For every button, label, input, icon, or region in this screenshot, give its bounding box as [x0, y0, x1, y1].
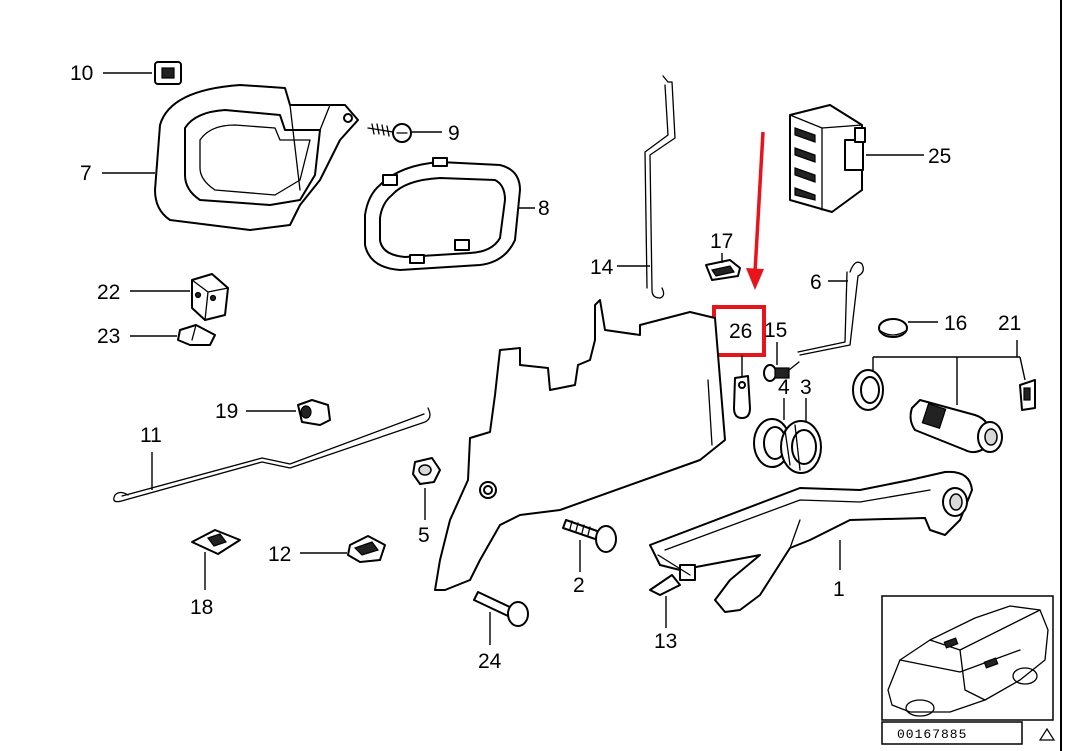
- inset-car-thumbnail: [881, 595, 1054, 721]
- part-24-pin[interactable]: [473, 591, 529, 627]
- part-5-plug[interactable]: [412, 457, 441, 485]
- callout-8[interactable]: 8: [538, 197, 550, 220]
- part-1-outer-handle[interactable]: [649, 470, 973, 613]
- inset-reference-number: 00167885: [897, 727, 967, 742]
- callout-3[interactable]: 3: [800, 376, 812, 399]
- inset-reference-box: [881, 721, 1023, 745]
- part-8-bezel[interactable]: [364, 157, 521, 271]
- part-9-screw[interactable]: [367, 123, 412, 143]
- part-19-clip[interactable]: [297, 399, 331, 426]
- callout-14[interactable]: 14: [590, 256, 614, 279]
- callout-7[interactable]: 7: [80, 162, 92, 185]
- callout-23[interactable]: 23: [97, 325, 120, 348]
- callout-24[interactable]: 24: [478, 650, 502, 673]
- callout-2[interactable]: 2: [573, 574, 585, 597]
- part-2-bolt[interactable]: [562, 519, 617, 553]
- part-14-rod[interactable]: [644, 75, 676, 299]
- callout-15[interactable]: 15: [764, 319, 787, 342]
- part-12-clip[interactable]: [347, 535, 386, 563]
- highlight-arrow: [746, 131, 765, 290]
- callout-10[interactable]: 10: [70, 62, 93, 85]
- callout-16[interactable]: 16: [944, 312, 967, 335]
- part-25-switch[interactable]: [789, 104, 866, 213]
- part-16-cap[interactable]: [878, 318, 908, 338]
- part-15-pin[interactable]: [763, 361, 800, 382]
- part-21-lock-set[interactable]: [852, 369, 1036, 454]
- part-3-grommet[interactable]: [780, 420, 822, 474]
- leader-21: [872, 340, 1026, 405]
- callout-9[interactable]: 9: [448, 122, 460, 145]
- callout-17[interactable]: 17: [710, 230, 733, 253]
- part-23-clip[interactable]: [177, 324, 216, 346]
- callout-21[interactable]: 21: [998, 312, 1021, 335]
- callout-4[interactable]: 4: [778, 376, 790, 399]
- part-17-clip[interactable]: [705, 259, 741, 281]
- part-10-clip[interactable]: [154, 61, 182, 85]
- part-6-rod[interactable]: [797, 261, 864, 356]
- part-13-lever[interactable]: [649, 554, 696, 596]
- part-26-bracket[interactable]: [733, 375, 751, 419]
- callout-25[interactable]: 25: [928, 145, 951, 168]
- triangle-icon: [1038, 727, 1056, 741]
- callout-12[interactable]: 12: [268, 543, 291, 566]
- callout-13[interactable]: 13: [654, 630, 677, 653]
- callout-1[interactable]: 1: [833, 578, 845, 601]
- callout-5[interactable]: 5: [418, 524, 430, 547]
- callout-22[interactable]: 22: [97, 281, 120, 304]
- callout-6[interactable]: 6: [810, 271, 822, 294]
- callout-11[interactable]: 11: [140, 424, 162, 447]
- door-carrier-plate: [434, 299, 726, 591]
- part-18-nut[interactable]: [191, 529, 241, 555]
- part-11-rod[interactable]: [113, 407, 431, 503]
- callout-19[interactable]: 19: [215, 400, 238, 423]
- part-22-block[interactable]: [191, 273, 229, 321]
- callout-26[interactable]: 26: [729, 320, 752, 343]
- callout-18[interactable]: 18: [190, 596, 213, 619]
- part-7-handle-housing[interactable]: [154, 84, 359, 231]
